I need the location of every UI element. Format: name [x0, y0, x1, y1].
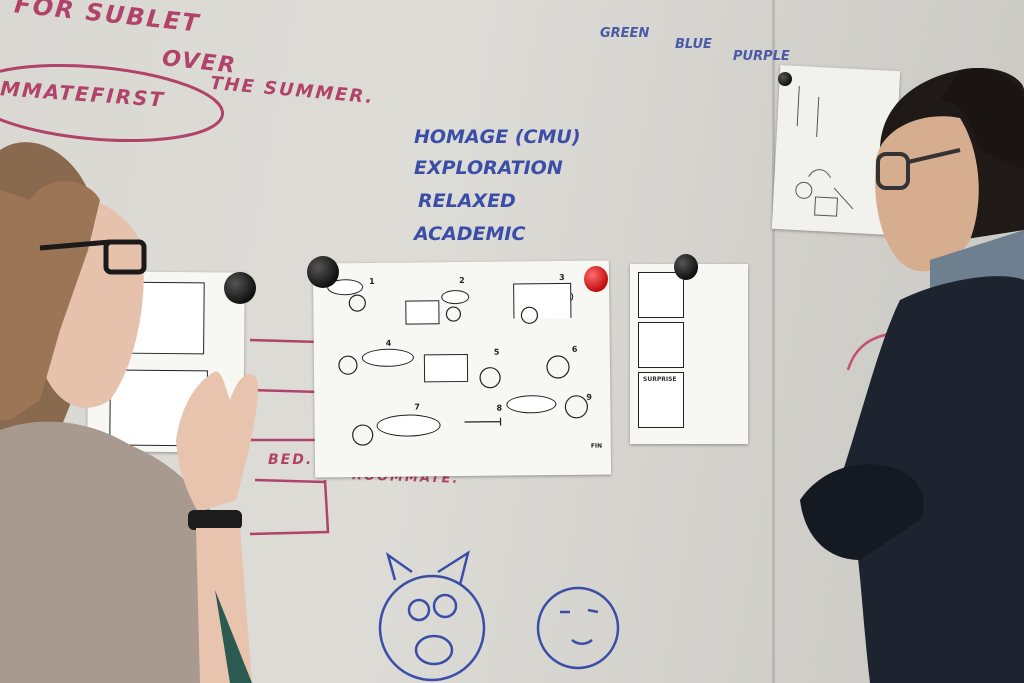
magnet-right — [674, 254, 698, 280]
keyword-exploration: EXPLORATION — [414, 157, 563, 179]
whiteboard-seam — [772, 0, 775, 683]
wrist-watch — [188, 510, 242, 530]
right-storyboard-sheet: SURPRISE — [630, 264, 748, 444]
right-panel-1 — [638, 272, 684, 318]
right-panel-3: SURPRISE — [638, 372, 684, 428]
keyword-academic: ACADEMIC — [414, 223, 526, 245]
note-bed: BED. — [268, 452, 314, 468]
word-purple: PURPLE — [733, 49, 790, 64]
magnet-far-right — [778, 72, 792, 86]
man-glasses — [876, 148, 961, 190]
right-panel-2 — [638, 322, 684, 368]
woman-glasses — [39, 239, 147, 275]
magnet-center — [307, 256, 339, 288]
magnet-left — [224, 272, 256, 304]
storyboard-faces — [338, 294, 589, 446]
word-blue: BLUE — [675, 37, 712, 52]
sketch-doodles — [795, 85, 854, 217]
main-storyboard-sheet: 1 2 3 4 5 6 7 8 9 FIN — [312, 260, 612, 478]
far-right-sketch-sheet — [771, 64, 901, 236]
word-green: GREEN — [600, 26, 650, 41]
magnet-red — [584, 266, 608, 292]
keyword-homage: HOMAGE (CMU) — [414, 126, 581, 148]
keyword-relaxed: RELAXED — [418, 190, 516, 212]
surprise-label: SURPRISE — [643, 376, 677, 383]
